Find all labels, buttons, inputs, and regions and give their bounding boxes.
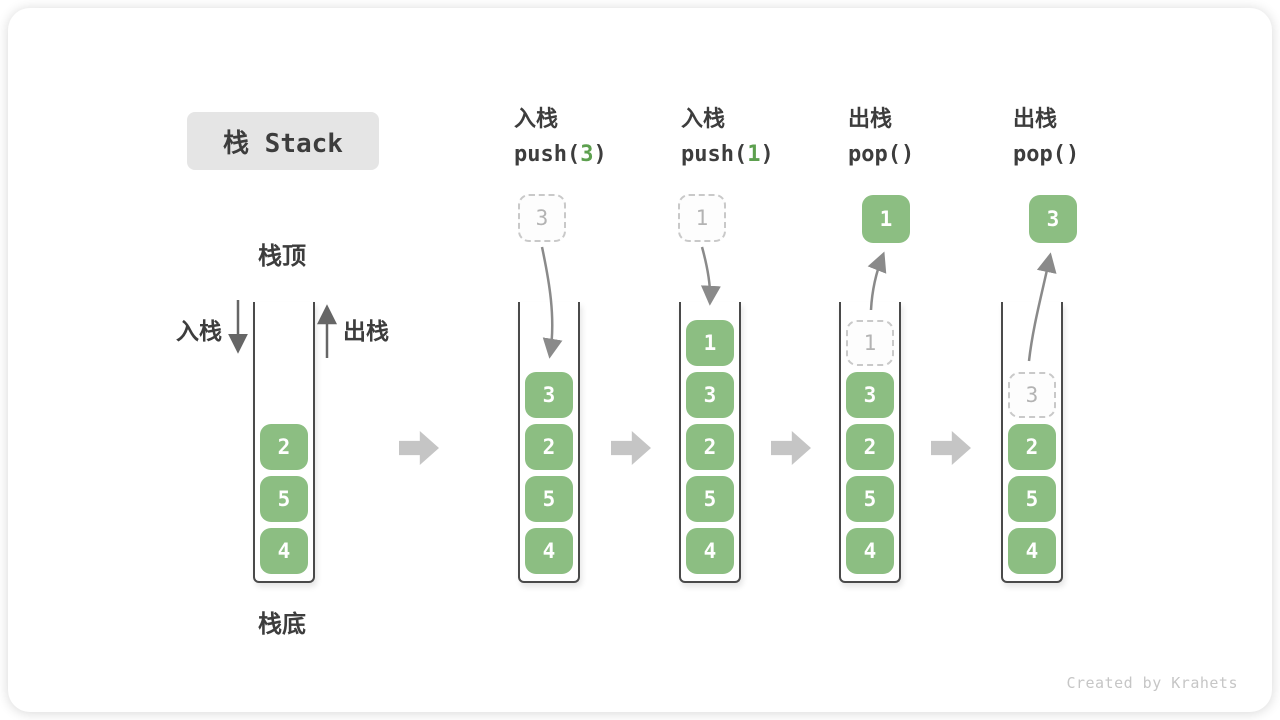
stack-container-after-pop-1: 1 3 2 5 4 [839, 302, 901, 583]
stack-item: 5 [846, 476, 894, 522]
stack-item: 3 [525, 372, 573, 418]
stack-item: 4 [686, 528, 734, 574]
op-code-post: ) [900, 142, 915, 167]
stack-item: 4 [260, 528, 308, 574]
op-name: 出栈 [1013, 106, 1058, 131]
stack-item-removed: 3 [1008, 372, 1056, 418]
stack-item: 5 [686, 476, 734, 522]
diagram-title: 栈 Stack [223, 128, 343, 159]
stack-item-value: 1 [863, 331, 877, 355]
stack-item: 4 [1008, 528, 1056, 574]
op-code-pre: push( [681, 142, 748, 167]
stack-item-value: 4 [542, 539, 556, 563]
op-code: pop() [848, 141, 1018, 169]
stack-item-value: 3 [703, 383, 717, 407]
stack-item: 5 [1008, 476, 1056, 522]
op-label-push-3: 入栈 push(3) [514, 106, 684, 169]
stack-item: 4 [525, 528, 573, 574]
incoming-value-box: 3 [518, 194, 566, 242]
op-code-pre: push( [514, 142, 581, 167]
stack-item: 2 [1008, 424, 1056, 470]
stack-item-value: 3 [542, 383, 556, 407]
op-code-arg: 3 [580, 142, 594, 167]
stack-item: 2 [846, 424, 894, 470]
stack-item-value: 5 [277, 487, 291, 511]
op-label-push-1: 入栈 push(1) [681, 106, 851, 169]
op-name: 入栈 [681, 106, 726, 131]
op-name: 出栈 [848, 106, 893, 131]
op-label-pop-1: 出栈 pop() [848, 106, 1018, 169]
op-code: pop() [1013, 141, 1183, 169]
stack-container-after-push-3: 3 2 5 4 [518, 302, 580, 583]
popped-value-box: 1 [862, 195, 910, 243]
floating-value: 1 [695, 206, 709, 230]
stack-item-value: 3 [863, 383, 877, 407]
stack-item-removed: 1 [846, 320, 894, 366]
stack-item: 3 [846, 372, 894, 418]
stack-container-initial: 2 5 4 [253, 302, 315, 583]
op-code: push(1) [681, 141, 851, 169]
stack-item: 5 [260, 476, 308, 522]
op-code: push(3) [514, 141, 684, 169]
op-code-arg: 1 [747, 142, 761, 167]
stack-item: 1 [686, 320, 734, 366]
incoming-value-box: 1 [678, 194, 726, 242]
stack-container-after-pop-3: 3 2 5 4 [1001, 302, 1063, 583]
stack-item-value: 1 [703, 331, 717, 355]
stack-container-after-push-1: 1 3 2 5 4 [679, 302, 741, 583]
stack-item: 3 [686, 372, 734, 418]
stack-item-value: 2 [863, 435, 877, 459]
op-code-pre: pop( [848, 142, 901, 167]
stack-item: 2 [525, 424, 573, 470]
stack-item-value: 2 [542, 435, 556, 459]
stack-item-value: 2 [703, 435, 717, 459]
pop-side-label: 出栈 [343, 318, 389, 344]
floating-value: 1 [879, 207, 893, 231]
floating-value: 3 [535, 206, 549, 230]
stack-top-label: 栈顶 [258, 243, 306, 270]
op-code-pre: pop( [1013, 142, 1066, 167]
stack-item-value: 5 [542, 487, 556, 511]
popped-value-box: 3 [1029, 195, 1077, 243]
op-code-post: ) [593, 142, 607, 167]
stack-bottom-label: 栈底 [258, 611, 306, 638]
op-label-pop-2: 出栈 pop() [1013, 106, 1183, 169]
stack-item-value: 4 [863, 539, 877, 563]
stack-item: 2 [260, 424, 308, 470]
op-code-post: ) [1065, 142, 1080, 167]
op-code-post: ) [760, 142, 774, 167]
stack-item-value: 2 [277, 435, 291, 459]
stack-item-value: 4 [703, 539, 717, 563]
stack-item-value: 5 [863, 487, 877, 511]
stack-item-value: 4 [1025, 539, 1039, 563]
stack-item: 2 [686, 424, 734, 470]
stack-item-value: 4 [277, 539, 291, 563]
stack-item-value: 5 [1025, 487, 1039, 511]
stack-item-value: 3 [1025, 383, 1039, 407]
stack-item: 5 [525, 476, 573, 522]
stack-item: 4 [846, 528, 894, 574]
stack-item-value: 2 [1025, 435, 1039, 459]
op-name: 入栈 [514, 106, 559, 131]
stack-item-value: 5 [703, 487, 717, 511]
push-side-label: 入栈 [176, 318, 222, 344]
watermark: Created by Krahets [1066, 674, 1238, 692]
diagram-title-box: 栈 Stack [187, 112, 379, 170]
floating-value: 3 [1046, 207, 1060, 231]
